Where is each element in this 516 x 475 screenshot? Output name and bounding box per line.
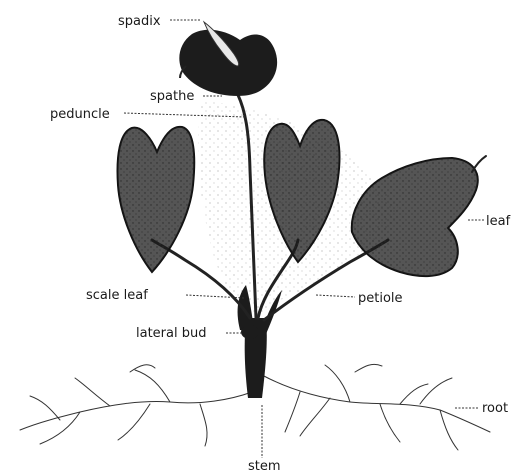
leaf-tip: [472, 156, 486, 172]
label-spadix: spadix: [118, 14, 161, 29]
label-leaf: leaf: [486, 214, 511, 229]
label-spathe: spathe: [150, 89, 194, 104]
lateral-bud: [241, 325, 259, 339]
label-peduncle: peduncle: [50, 107, 110, 122]
spathe: [179, 30, 277, 96]
label-petiole: petiole: [358, 291, 403, 306]
label-stem: stem: [248, 459, 281, 474]
label-lateral-bud: lateral bud: [136, 326, 206, 341]
label-scale-leaf: scale leaf: [86, 288, 148, 303]
label-root: root: [482, 401, 508, 416]
